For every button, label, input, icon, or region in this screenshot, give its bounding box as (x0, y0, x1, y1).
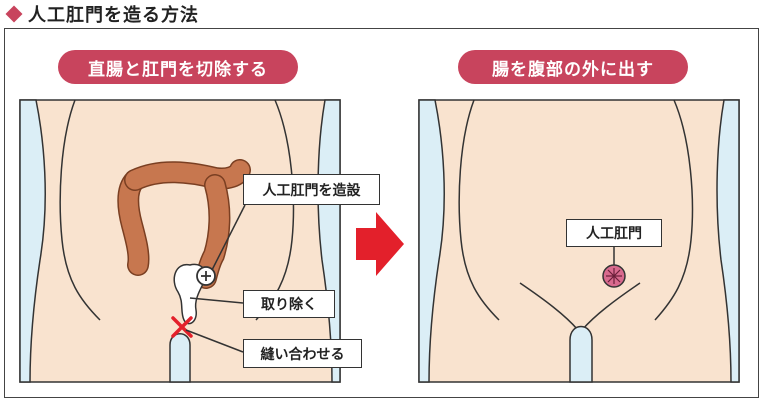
stoma-icon (602, 264, 626, 288)
left-body-contour (59, 99, 101, 321)
right-panel-right-bone (716, 99, 740, 383)
groin-line-left (519, 282, 579, 331)
label-suture: 縫い合わせる (243, 339, 362, 368)
label-create-stoma: 人工肛門を造設 (243, 174, 380, 205)
right-panel-left-contour (458, 99, 500, 321)
step-1-pill: 直腸と肛門を切除する (58, 50, 298, 84)
leader-remove (189, 297, 244, 304)
spine-bone (169, 333, 191, 383)
right-panel-left-bone (418, 99, 445, 383)
left-panel (19, 99, 341, 383)
transition-arrow-icon (356, 212, 404, 276)
cut-mark-x-icon (171, 316, 193, 338)
transverse-colon (125, 160, 250, 190)
label-stoma: 人工肛門 (566, 219, 662, 247)
leader-suture (185, 329, 244, 353)
figure-title: 人工肛門を造る方法 (4, 2, 199, 26)
groin-line-right (581, 282, 641, 331)
label-remove: 取り除く (243, 290, 335, 318)
figure-title-text: 人工肛門を造る方法 (28, 5, 199, 26)
step-2-pill: 腸を腹部の外に出す (458, 50, 688, 84)
right-panel-spine-bone (569, 325, 593, 383)
ascending-colon (118, 170, 148, 275)
figure-frame (4, 28, 759, 398)
left-hip-bone (19, 99, 46, 383)
right-panel-right-contour (654, 99, 694, 321)
leader-create (211, 204, 246, 271)
